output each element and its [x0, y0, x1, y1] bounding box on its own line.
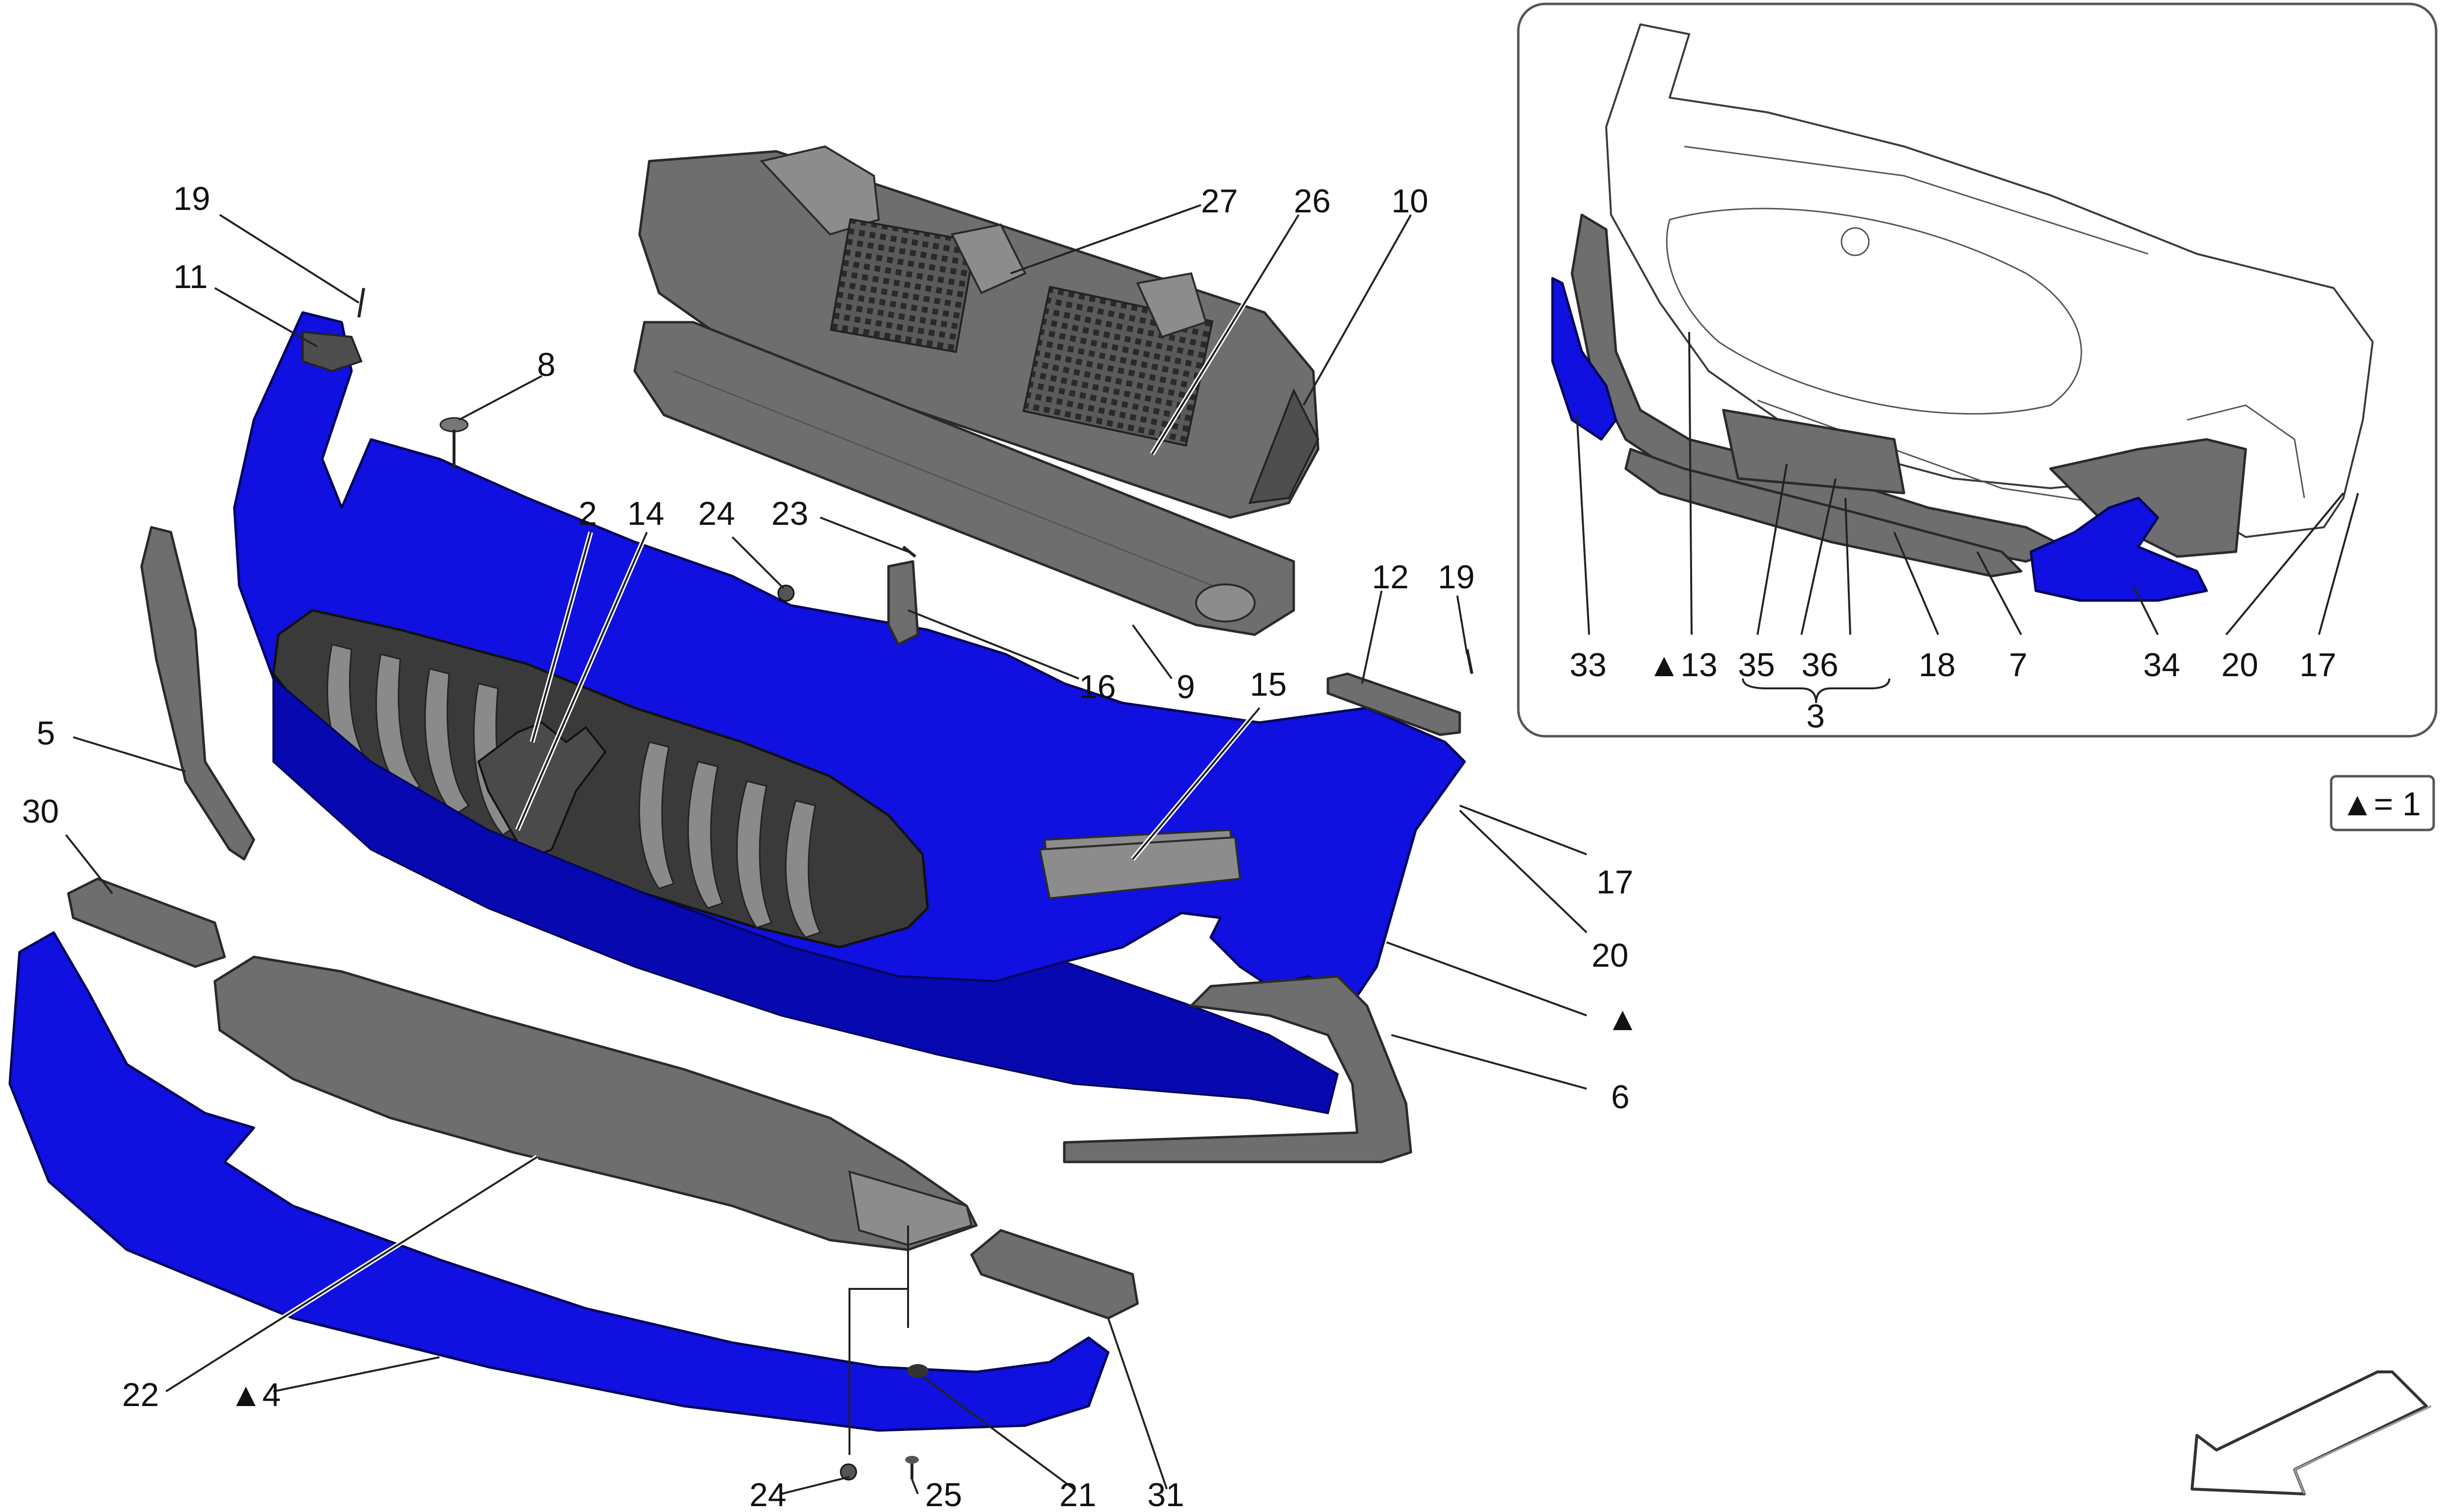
trident-badge: [477, 721, 607, 861]
inset-callout-34: 34: [2143, 646, 2180, 684]
inset-callout-33: 33: [1570, 646, 1607, 684]
callout-16: 16: [1079, 668, 1116, 705]
callout-11: 11: [173, 258, 208, 295]
inset-callout-3: 3: [1806, 698, 1825, 735]
inset-callout-7: 7: [2009, 646, 2027, 684]
legend-text: ▲= 1: [2341, 786, 2421, 823]
callout-19-right: 19: [1438, 559, 1475, 596]
callout-12: 12: [1372, 559, 1409, 596]
lower-trim-6: [1063, 975, 1412, 1163]
clip-24-bottom: [840, 1463, 857, 1481]
screw-23: [902, 545, 916, 558]
air-duct-assembly: [638, 145, 1320, 519]
callout-23: 23: [771, 495, 808, 532]
leader-lines: [65, 204, 1588, 1495]
callout-26: 26: [1294, 183, 1331, 220]
inset-callout-17: 17: [2299, 646, 2337, 684]
callout-14: 14: [627, 495, 664, 532]
callout-2: 2: [579, 495, 597, 532]
nut-21: [907, 1364, 929, 1378]
callout-25: 25: [925, 1476, 962, 1512]
callout-20: 20: [1592, 937, 1629, 974]
bracket-16: [887, 560, 919, 646]
screw-19-left: [357, 288, 365, 318]
clip-24-top: [777, 584, 795, 602]
callout-22: 22: [122, 1376, 159, 1413]
callout-30: 30: [22, 793, 59, 830]
inset-overview: 33 ▲13 35 36 3 18 7 34 20 17: [1517, 2, 2438, 738]
callout-24-top: 24: [698, 495, 735, 532]
inset-callout-13: ▲13: [1648, 646, 1717, 684]
callout-21: 21: [1059, 1476, 1096, 1512]
legend-box: ▲= 1: [2330, 775, 2435, 831]
callout-10: 10: [1391, 183, 1428, 220]
callout-4: ▲4: [229, 1376, 281, 1413]
callout-15: 15: [1250, 666, 1287, 703]
callout-8: 8: [537, 346, 556, 383]
front-direction-arrow-icon: [2191, 1370, 2432, 1495]
callout-triangle: ▲: [1606, 1000, 1639, 1037]
callout-9: 9: [1177, 668, 1195, 705]
bracket-11: [302, 331, 363, 373]
lower-splitter-4: [8, 931, 1110, 1432]
inset-callout-20: 20: [2221, 646, 2258, 684]
fastener-8: [439, 417, 469, 469]
trim-12: [1326, 672, 1461, 736]
bracket-30: [67, 877, 226, 968]
callout-5: 5: [37, 715, 55, 752]
callout-17: 17: [1596, 864, 1634, 901]
grille-vanes: [327, 643, 822, 938]
front-bumper-cover: [233, 311, 1466, 1115]
callout-6: 6: [1611, 1078, 1630, 1116]
screw-25: [905, 1456, 919, 1479]
callout-27: 27: [1201, 183, 1238, 220]
inset-callout-36: 36: [1801, 646, 1839, 684]
callout-31: 31: [1147, 1476, 1184, 1512]
inset-callout-35: 35: [1738, 646, 1775, 684]
callout-19-left: 19: [173, 180, 210, 217]
bracket-31: [970, 1229, 1139, 1320]
side-trim-left: [140, 526, 255, 861]
callout-24-bottom: 24: [749, 1476, 786, 1512]
callout-labels: 19 11 8 2 14 24 23 27 26 10 12 19 15 16 …: [22, 180, 1639, 1512]
underbody-panel-22: [213, 955, 978, 1251]
lower-shield-part-9: [633, 321, 1295, 636]
inset-callout-18: 18: [1919, 646, 1956, 684]
plate-15: [1038, 836, 1241, 900]
